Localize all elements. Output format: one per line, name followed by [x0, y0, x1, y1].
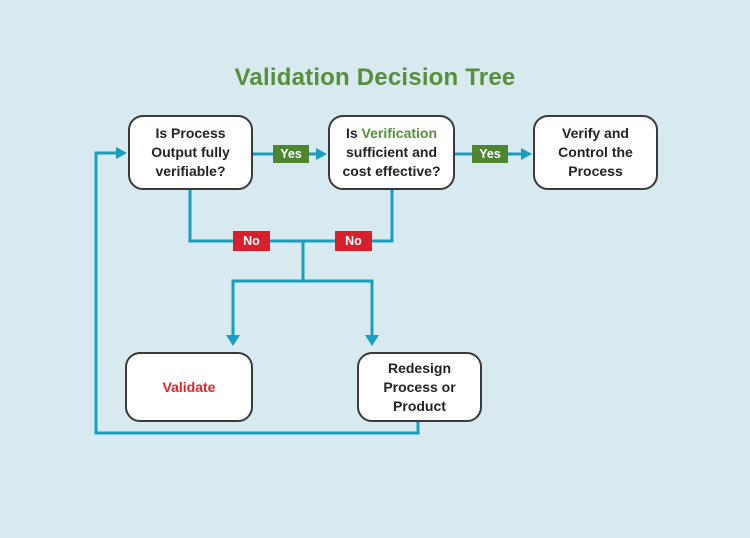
yes-badge-1: Yes	[273, 145, 309, 163]
node-label: Verify and Control the Process	[558, 125, 633, 179]
node-label: Is Verification sufficient and cost effe…	[342, 125, 441, 179]
node-label: Is Process Output fully verifiable?	[151, 125, 230, 179]
node-verification-question: Is Verification sufficient and cost effe…	[328, 115, 455, 190]
no-badge-2: No	[335, 231, 372, 251]
page-title: Validation Decision Tree	[234, 64, 516, 91]
node-redesign: Redesign Process or Product	[357, 352, 482, 422]
node-label: Redesign Process or Product	[383, 359, 456, 414]
edge-feedback-loop	[94, 147, 420, 435]
node-process-output-question: Is Process Output fully verifiable?	[128, 115, 253, 190]
node-label: Validate	[162, 378, 216, 395]
node-verify-and-control: Verify and Control the Process	[533, 115, 658, 190]
edge-split-arrows	[226, 279, 379, 346]
yes-badge-2: Yes	[472, 145, 508, 163]
highlighted-word: Verification	[361, 125, 438, 141]
node-validate: Validate	[125, 352, 253, 422]
no-badge-1: No	[233, 231, 270, 251]
edge-no-rail	[188, 190, 394, 281]
